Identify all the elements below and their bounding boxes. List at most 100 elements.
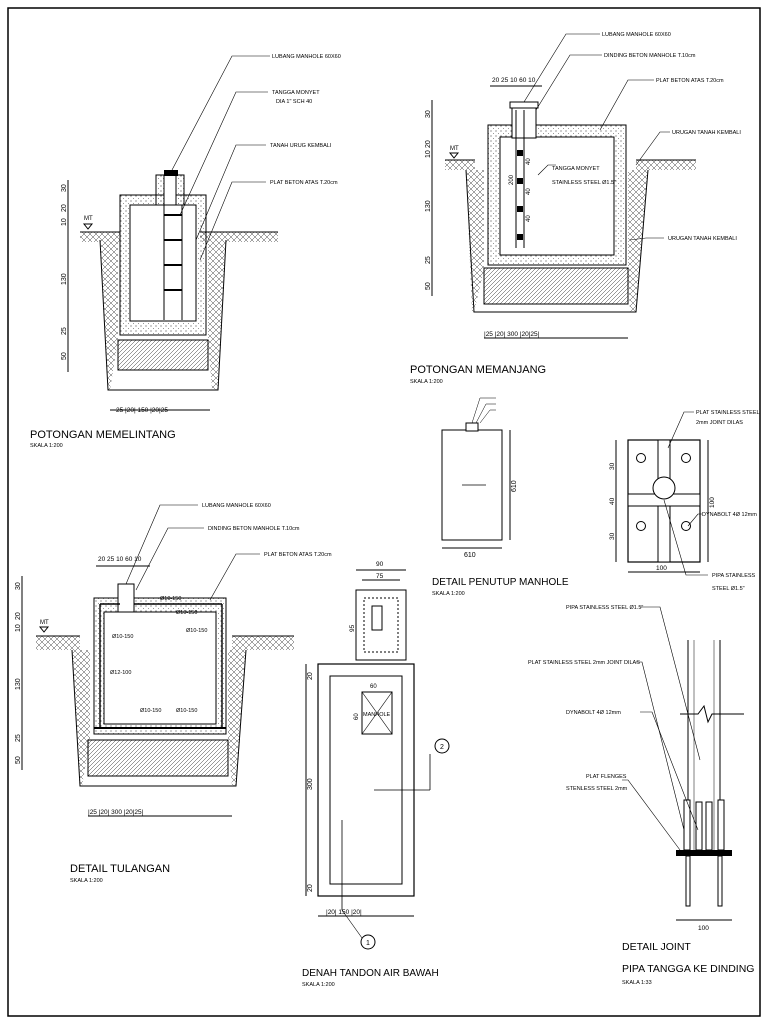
title-tulangan: DETAIL TULANGAN [70,863,170,875]
dim-tulangan-30: 30 [15,582,22,590]
label-plat-ss2: 2mm JOINT DILAS [696,420,743,426]
label-lubang-memanjang: LUBANG MANHOLE 60X60 [602,32,671,38]
callout-2: 2 [440,744,444,751]
section-melintang: 30 20 10 130 25 50 MT 25 |20| 150 |20|25… [30,54,341,449]
label-lubang-melintang: LUBANG MANHOLE 60X60 [272,54,341,60]
dim-melintang-20: 20 [61,204,68,212]
mt-label-memanjang: MT [450,146,459,152]
dim-memanjang-200: 200 [509,174,515,185]
label-tangga-ss: TANGGA MONYET [552,166,600,172]
dim-memanjang-top: 20 25 10 60 10 [492,77,536,84]
label-tangga-ss2: STAINLESS STEEL Ø1.5" [552,180,616,186]
detail-plate: 30 40 30 100 100 PLAT STAINLESS STEEL 2m… [609,410,760,592]
dim-memanjang-40c: 40 [526,215,532,222]
dim-penutup-610v: 610 [511,480,518,492]
scale-memanjang: SKALA 1:200 [410,379,443,385]
mt-label-tulangan: MT [40,620,49,626]
label-flenges-1: PLAT FLENGES [586,774,627,780]
scale-tulangan: SKALA 1:200 [70,878,103,884]
scale-joint: SKALA 1:33 [622,980,652,986]
detail-joint: 100 PIPA STAINLESS STEEL Ø1.5" PLAT STAI… [528,605,754,986]
label-dinding-tulangan: DINDING BETON MANHOLE T.10cm [208,526,300,532]
section-memanjang: 200 40 40 40 30 20 10 130 25 50 MT 20 25… [410,32,741,385]
dim-melintang-30: 30 [61,184,68,192]
dim-melintang-130: 130 [61,273,68,285]
dim-plate-30a: 30 [609,462,616,470]
dim-denah-60h: 60 [370,684,377,690]
label-tanah-urug: TANAH URUG KEMBALI [270,143,332,149]
label-pipa-ss2: STEEL Ø1.5" [712,586,745,592]
dim-plate-100h: 100 [656,565,667,572]
dim-memanjang-bottom: |25 |20| 300 |20|25| [484,331,540,338]
label-plat-tulangan: PLAT BETON ATAS T.20cm [264,552,332,558]
rebar-wall-2: Ø10-150 [186,628,207,634]
label-pipa-joint: PIPA STAINLESS STEEL Ø1.5" [566,605,643,611]
rebar-wall-1: Ø10-150 [112,634,133,640]
rebar-bot-1: Ø10-150 [140,708,161,714]
dim-tulangan-130: 130 [15,678,22,690]
sheet-border [7,7,761,1017]
label-dinding-memanjang: DINDING BETON MANHOLE T.10cm [604,53,696,59]
label-flenges-2: STENLESS STEEL 2mm [566,786,628,792]
dim-memanjang-25: 25 [425,256,432,264]
dim-plate-30b: 30 [609,532,616,540]
rebar-top-1: Ø10-150 [160,596,181,602]
scale-penutup: SKALA 1:200 [432,591,465,597]
label-pipa-ss: PIPA STAINLESS [712,573,756,579]
label-lubang-tulangan: LUBANG MANHOLE 60X60 [202,503,271,509]
label-manhole: MANHOLE [363,712,391,718]
dim-melintang-bottom: 25 |20| 150 |20|25 [116,407,168,414]
dim-tulangan-20: 20 [15,612,22,620]
label-plat-memanjang: PLAT BETON ATAS T.20cm [656,78,724,84]
title-melintang: POTONGAN MEMELINTANG [30,429,176,441]
scale-denah: SKALA 1:200 [302,982,335,988]
rebar-bot-2: Ø10-150 [176,708,197,714]
dim-denah-95: 95 [349,624,356,632]
rebar-wall-3: Ø12-100 [110,670,131,676]
dim-memanjang-40b: 40 [526,188,532,195]
label-tangga-melintang: TANGGA MONYET [272,90,320,96]
title-denah: DENAH TANDON AIR BAWAH [302,968,439,979]
dim-plate-100v: 100 [709,497,716,508]
dim-denah-90: 90 [376,561,384,568]
dim-tulangan-10: 10 [15,624,22,632]
label-tangga-dia: DIA 1" SCH 40 [276,99,312,105]
plan-denah: 90 75 95 MANHOLE 60 60 20 300 20 |20| 15… [302,561,450,988]
dim-memanjang-40a: 40 [526,158,532,165]
dim-joint-100: 100 [698,925,709,932]
label-plat-melintang: PLAT BETON ATAS T.20cm [270,180,338,186]
title-penutup: DETAIL PENUTUP MANHOLE [432,577,569,588]
rebar-top-2: Ø10-150 [176,610,197,616]
dim-tulangan-bottom: |25 |20| 300 |20|25| [88,809,144,816]
scale-melintang: SKALA 1:200 [30,443,63,449]
dim-denah-60v: 60 [354,713,360,720]
dim-memanjang-20: 20 [425,140,432,148]
dim-melintang-50: 50 [61,352,68,360]
label-urugan-1: URUGAN TANAH KEMBALI [672,130,741,136]
dim-memanjang-130: 130 [425,200,432,212]
dim-tulangan-25: 25 [15,734,22,742]
section-tulangan: Ø10-150 Ø10-150 Ø10-150 Ø10-150 Ø12-100 … [15,503,332,884]
label-dyna-joint: DYNABOLT 4Ø 12mm [566,710,621,716]
label-plat-joint: PLAT STAINLESS STEEL 2mm JOINT DILAS [528,660,640,666]
dim-denah-20b: 20 [307,884,314,892]
dim-penutup-610h: 610 [464,552,476,559]
dim-tulangan-50: 50 [15,756,22,764]
label-dynabolt-plate: DYNABOLT 4Ø 12mm [702,512,757,518]
dim-memanjang-10: 10 [425,150,432,158]
dim-denah-75: 75 [376,573,384,580]
dim-melintang-10: 10 [61,218,68,226]
dim-denah-20a: 20 [307,672,314,680]
detail-penutup: 610 610 DETAIL PENUTUP MANHOLE SKALA 1:2… [432,397,569,597]
dim-memanjang-30: 30 [425,110,432,118]
label-urugan-2: URUGAN TANAH KEMBALI [668,236,737,242]
title-joint-2: PIPA TANGGA KE DINDING [622,963,754,975]
callout-1: 1 [366,940,370,947]
mt-label-melintang: MT [84,216,93,222]
dim-plate-40: 40 [609,497,616,505]
dim-melintang-25: 25 [61,327,68,335]
dim-tulangan-top: 20 25 10 60 10 [98,556,142,563]
label-plat-ss: PLAT STAINLESS STEEL [696,410,760,416]
dim-memanjang-50: 50 [425,282,432,290]
